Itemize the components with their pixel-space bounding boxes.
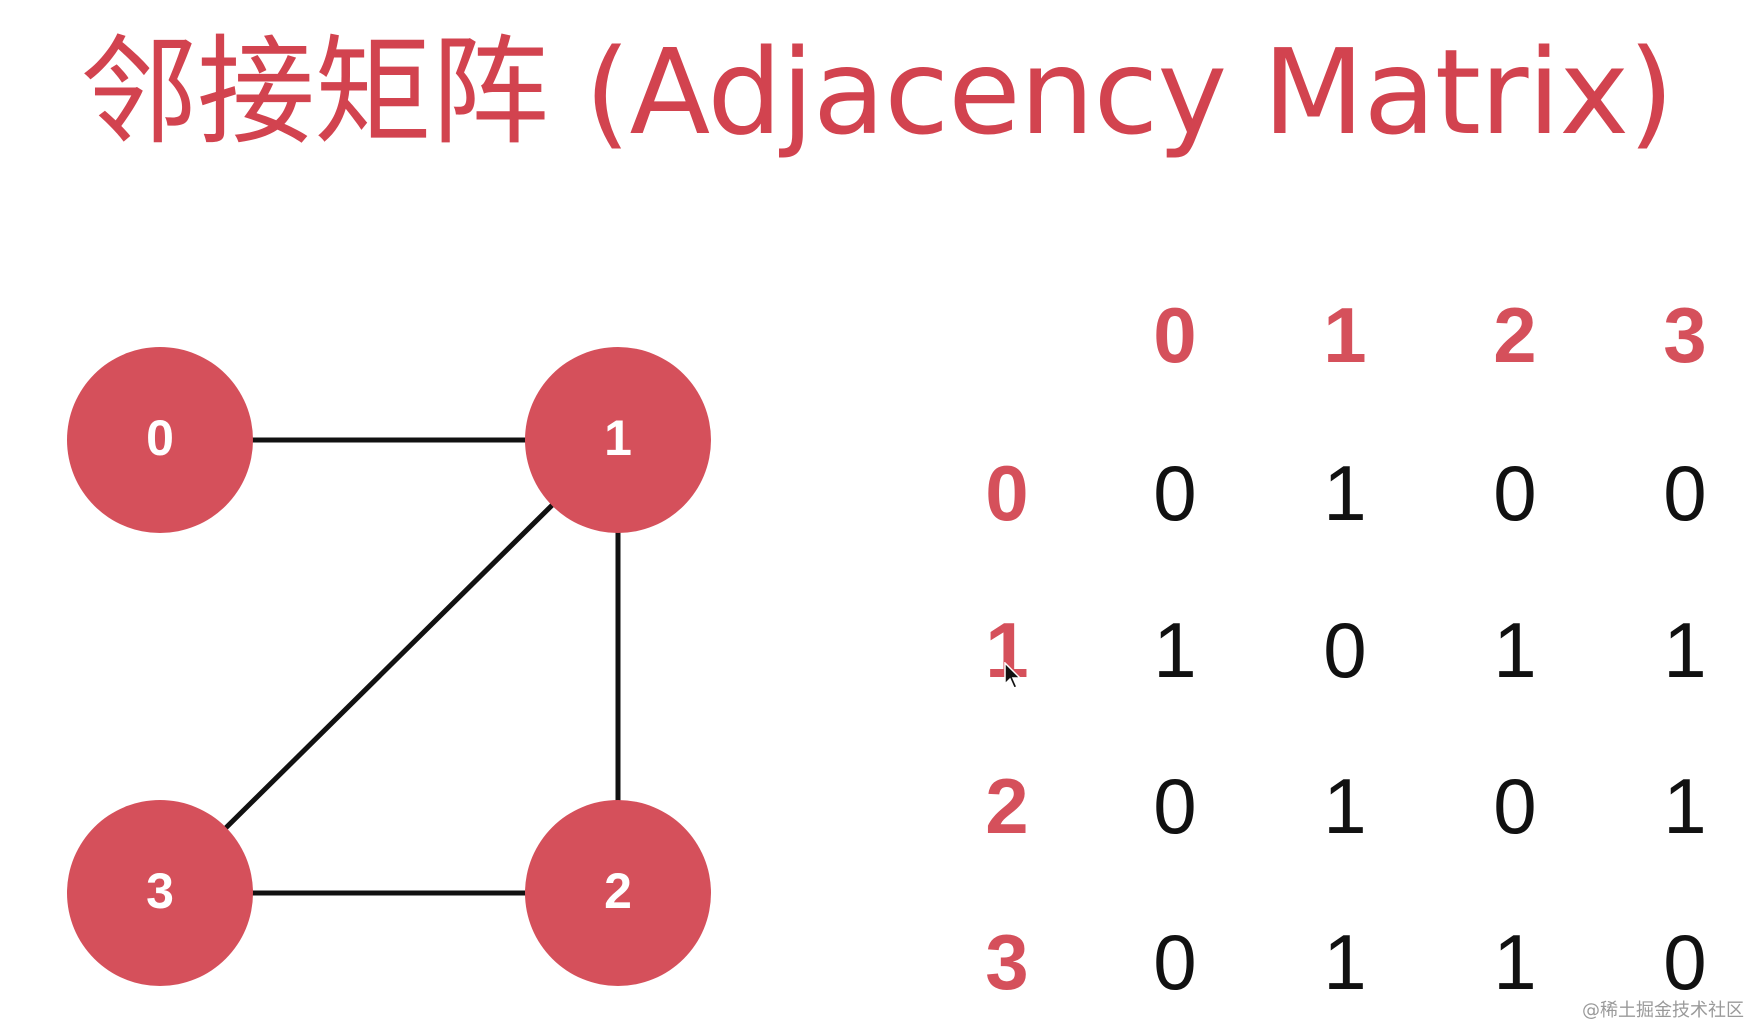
matrix-cell-2-1: 1 — [1323, 762, 1367, 850]
matrix-cell-1-1: 0 — [1323, 606, 1367, 694]
node-label: 2 — [604, 863, 632, 919]
node-circle — [525, 800, 711, 986]
matrix-cell-3-3: 0 — [1663, 918, 1707, 1006]
graph-diagram: 0 1 2 3 — [67, 347, 711, 986]
column-header-3: 3 — [1663, 291, 1707, 379]
row-header-0: 0 — [985, 449, 1029, 537]
matrix-cell-1-3: 1 — [1663, 606, 1707, 694]
matrix-cell-0-0: 0 — [1153, 449, 1197, 537]
node-circle — [67, 347, 253, 533]
column-header-1: 1 — [1323, 291, 1367, 379]
matrix-cell-0-2: 0 — [1493, 449, 1537, 537]
edge-1-3 — [158, 438, 620, 895]
graph-node-2: 2 — [525, 800, 711, 986]
matrix-cell-3-0: 0 — [1153, 918, 1197, 1006]
node-circle — [67, 800, 253, 986]
node-label: 3 — [146, 863, 174, 919]
matrix-cell-1-2: 1 — [1493, 606, 1537, 694]
matrix-cell-2-3: 1 — [1663, 762, 1707, 850]
graph-node-1: 1 — [525, 347, 711, 533]
graph-node-0: 0 — [67, 347, 253, 533]
graph-edges — [158, 437, 621, 896]
row-header-3: 3 — [985, 918, 1029, 1006]
matrix-cell-1-0: 1 — [1153, 606, 1197, 694]
row-header-2: 2 — [985, 762, 1029, 850]
watermark: @稀土掘金技术社区 — [1582, 1000, 1744, 1021]
matrix-cell-3-2: 1 — [1493, 918, 1537, 1006]
mouse-cursor-icon — [1004, 662, 1022, 689]
graph-nodes: 0 1 2 3 — [67, 347, 711, 986]
matrix-cell-3-1: 1 — [1323, 918, 1367, 1006]
graph-node-3: 3 — [67, 800, 253, 986]
column-header-2: 2 — [1493, 291, 1537, 379]
column-header-0: 0 — [1153, 291, 1197, 379]
page-title: 邻接矩阵 (Adjacency Matrix) — [80, 23, 1674, 161]
matrix-cell-2-0: 0 — [1153, 762, 1197, 850]
matrix-cell-0-3: 0 — [1663, 449, 1707, 537]
node-circle — [525, 347, 711, 533]
matrix-cell-0-1: 1 — [1323, 449, 1367, 537]
node-label: 0 — [146, 410, 174, 466]
node-label: 1 — [604, 410, 632, 466]
matrix-cell-2-2: 0 — [1493, 762, 1537, 850]
